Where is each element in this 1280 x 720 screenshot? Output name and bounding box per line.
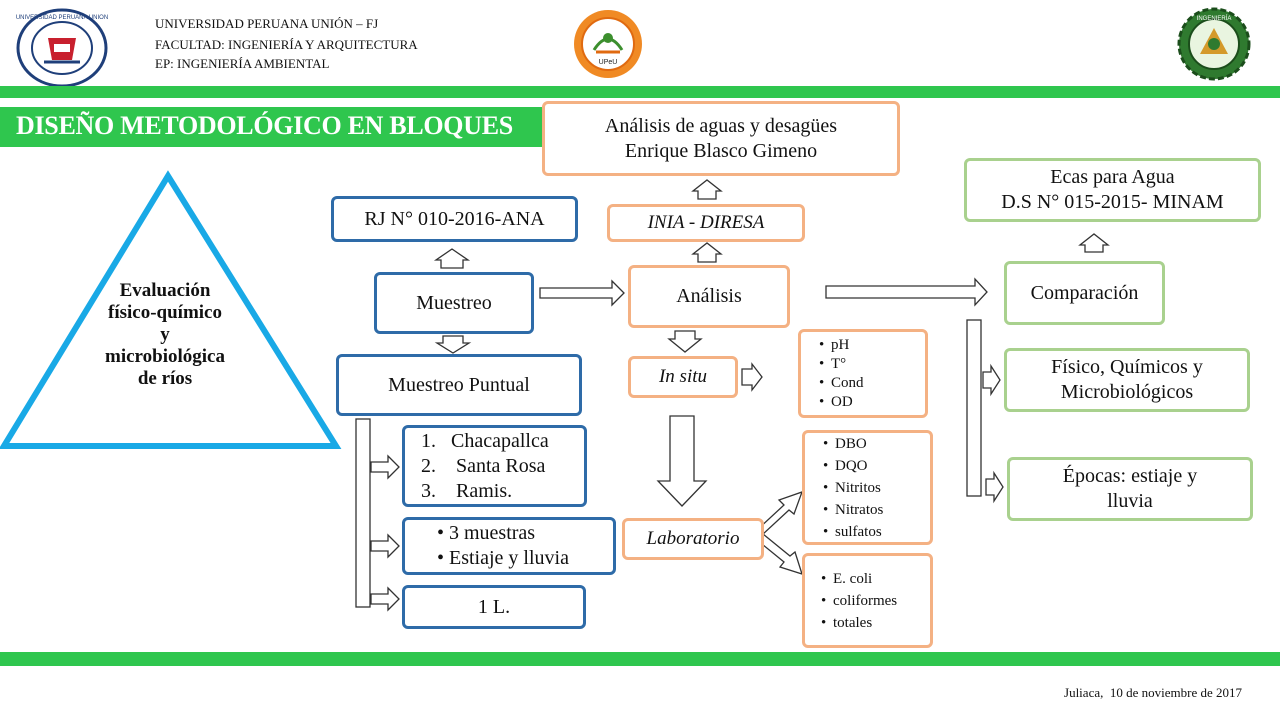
lab-params-block: DBO DQO Nitritos Nitratos sulfatos — [802, 430, 933, 545]
diag-arrow-lab-micro — [756, 533, 804, 576]
fisico-block: Físico, Químicos y Microbiológicos — [1004, 348, 1250, 412]
triangle-text: Evaluación físico-químico y microbiológi… — [60, 280, 270, 390]
right-arrow-puntos — [370, 454, 400, 480]
down-arrow-puntual — [434, 335, 472, 354]
laboratorio-block: Laboratorio — [622, 518, 764, 560]
epocas-line-1: Épocas: estiaje y — [1062, 465, 1198, 487]
samples-item: 3 muestras — [437, 521, 569, 546]
analisis-label: Análisis — [676, 285, 742, 307]
muestreo-puntual-label: Muestreo Puntual — [388, 373, 530, 396]
inia-block: INIA - DIRESA — [607, 204, 805, 242]
diag-arrow-lab-chem — [756, 490, 804, 536]
lab-param-item: DQO — [823, 455, 883, 477]
lab-param-item: DBO — [823, 433, 883, 455]
micro-param-item: E. coli — [821, 568, 897, 590]
samples-item: Estiaje y lluvia — [437, 546, 569, 571]
up-arrow-reference — [691, 179, 723, 200]
volume-block: 1 L. — [402, 585, 586, 629]
comparacion-label: Comparación — [1030, 281, 1139, 304]
insitu-params-block: pH T° Cond OD — [798, 329, 928, 418]
point-item: 1. Chacapallca — [421, 429, 549, 452]
diagram-title: DISEÑO METODOLÓGICO EN BLOQUES — [16, 111, 513, 140]
header-faculty: FACULTAD: INGENIERÍA Y ARQUITECTURA — [155, 37, 418, 52]
micro-param-continuation: totales — [821, 612, 897, 634]
epocas-line-2: lluvia — [1107, 490, 1153, 512]
right-arrow-epocas — [985, 470, 1004, 504]
epocas-block: Épocas: estiaje y lluvia — [1007, 457, 1253, 521]
triangle-line-3: y — [160, 324, 170, 345]
points-list: 1. Chacapallca 2. Santa Rosa 3. Ramis. — [421, 429, 549, 504]
inia-label: INIA - DIRESA — [647, 212, 765, 234]
samples-list: 3 muestras Estiaje y lluvia — [435, 521, 569, 571]
comparison-bracket — [966, 319, 982, 497]
volume-label: 1 L. — [477, 595, 511, 618]
in-situ-block: In situ — [628, 356, 738, 398]
lab-param-item: Nitratos — [823, 499, 883, 521]
down-arrow-laboratorio — [656, 415, 708, 507]
evaluation-triangle — [0, 170, 342, 449]
rj-block: RJ N° 010-2016-ANA — [331, 196, 578, 242]
fisico-line-1: Físico, Químicos y — [1051, 356, 1203, 378]
upeu-seal: UPeU — [572, 8, 644, 80]
muestreo-label: Muestreo — [416, 291, 492, 314]
muestreo-block: Muestreo — [374, 272, 534, 334]
reference-line-2: Enrique Blasco Gimeno — [624, 139, 818, 162]
lab-param-item: Nitritos — [823, 477, 883, 499]
insitu-param-item: OD — [819, 393, 864, 412]
up-arrow-rj — [433, 248, 471, 269]
rj-label: RJ N° 010-2016-ANA — [364, 207, 545, 230]
micro-param-item: coliformes — [821, 590, 897, 612]
analisis-block: Análisis — [628, 265, 790, 328]
samples-block: 3 muestras Estiaje y lluvia — [402, 517, 616, 575]
laboratorio-label: Laboratorio — [646, 528, 740, 550]
ecas-line-1: Ecas para Agua — [1050, 166, 1175, 188]
micro-params-block: E. coli coliformes totales — [802, 553, 933, 648]
fisico-line-2: Microbiológicos — [1060, 381, 1194, 403]
right-arrow-insitu-params — [741, 362, 763, 392]
right-arrow-muestras — [370, 533, 400, 559]
in-situ-label: In situ — [658, 366, 708, 388]
point-item: 2. Santa Rosa — [421, 454, 546, 477]
right-arrow-comparacion — [825, 277, 988, 307]
muestreo-puntual-block: Muestreo Puntual — [336, 354, 582, 416]
insitu-param-item: T° — [819, 355, 864, 374]
bottom-green-bar — [0, 652, 1280, 666]
triangle-line-5: de ríos — [137, 368, 193, 389]
triangle-line-2: físico-químico — [108, 302, 222, 323]
up-arrow-inia — [691, 242, 723, 263]
up-arrow-ecas — [1078, 233, 1110, 253]
insitu-param-item: pH — [819, 336, 864, 355]
triangle-line-1: Evaluación — [119, 280, 211, 301]
micro-params-list: E. coli coliformes totales — [817, 568, 897, 634]
lab-param-item: sulfatos — [823, 521, 883, 543]
logo-left-text: UNIVERSIDAD PERUANA UNION — [16, 15, 108, 21]
insitu-param-item: Cond — [819, 374, 863, 393]
logo-right-text: INGENIERÍA — [1197, 15, 1232, 22]
right-arrow-volumen — [370, 586, 400, 612]
header-school: EP: INGENIERÍA AMBIENTAL — [155, 56, 330, 71]
header-university: UNIVERSIDAD PERUANA UNIÓN – FJ — [155, 16, 379, 31]
footer-date: Juliaca, 10 de noviembre de 2017 — [1064, 685, 1242, 700]
reference-line-1: Análisis de aguas y desagües — [604, 114, 838, 137]
logo-center-text: UPeU — [599, 59, 618, 66]
title-green-band — [0, 107, 548, 147]
university-logo: UNIVERSIDAD PERUANA UNION — [14, 8, 110, 88]
lab-params-list: DBO DQO Nitritos Nitratos sulfatos — [819, 433, 883, 543]
insitu-params-list: pH T° Cond OD — [815, 336, 864, 412]
down-arrow-insitu — [667, 330, 703, 353]
top-green-bar — [0, 86, 1280, 98]
point-item: 3. Ramis. — [421, 479, 513, 502]
sampling-bracket — [355, 418, 371, 608]
comparacion-block: Comparación — [1004, 261, 1165, 325]
points-block: 1. Chacapallca 2. Santa Rosa 3. Ramis. — [402, 425, 587, 507]
engineering-seal: INGENIERÍA — [1176, 6, 1252, 82]
right-arrow-analisis — [539, 279, 625, 307]
ecas-block: Ecas para Agua D.S N° 015-2015- MINAM — [964, 158, 1261, 222]
ecas-line-2: D.S N° 015-2015- MINAM — [1001, 191, 1224, 213]
reference-block: Análisis de aguas y desagües Enrique Bla… — [542, 101, 900, 176]
triangle-line-4: microbiológica — [105, 346, 225, 367]
right-arrow-fisico — [982, 363, 1001, 397]
